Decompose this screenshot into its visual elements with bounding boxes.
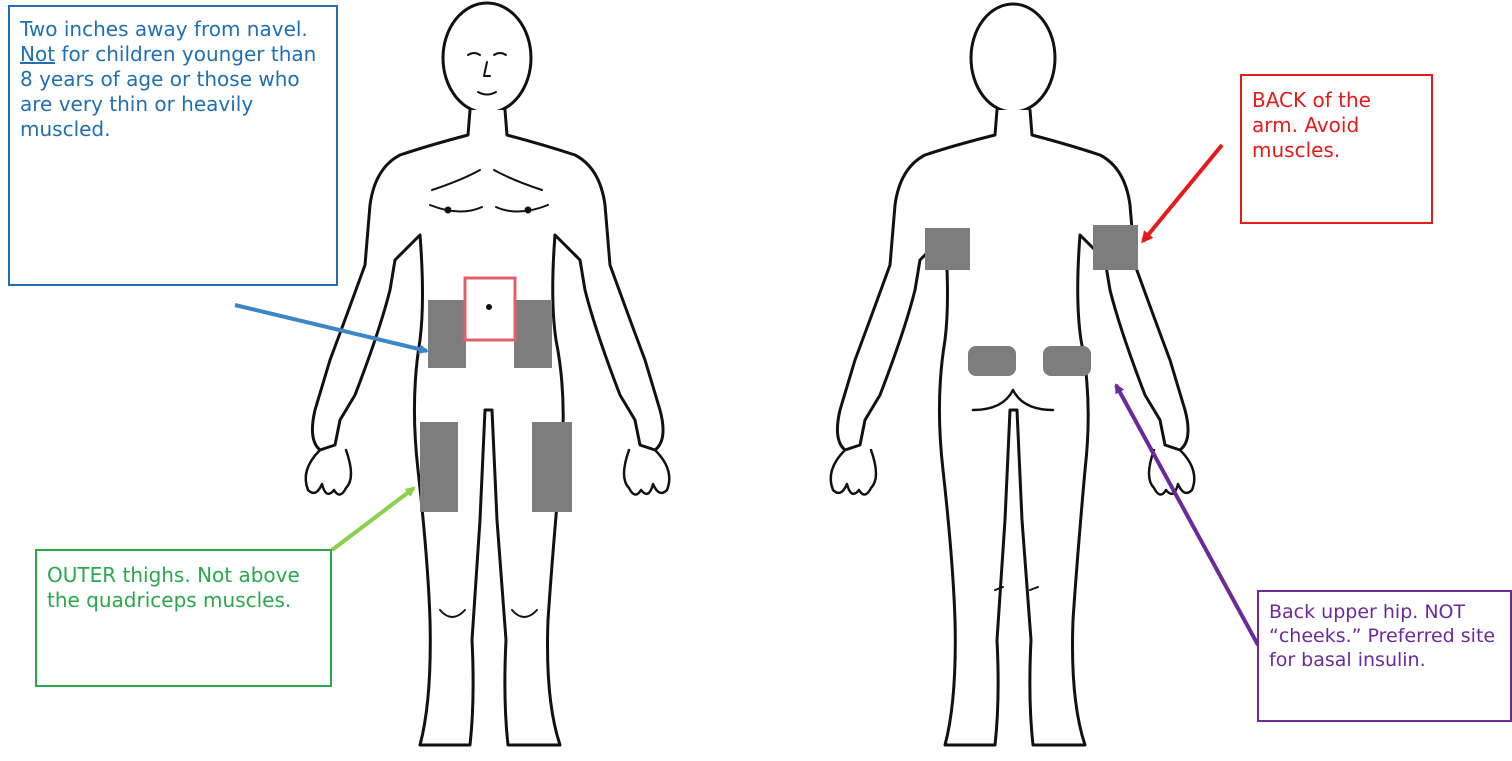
back-arm-site-left [925,228,970,270]
arm-arrow [1143,145,1222,241]
abdomen-callout-line1: Two inches away from navel. [20,17,326,42]
abdomen-callout-not: Not [20,42,55,66]
arm-callout: BACK of the arm. Avoid muscles. [1240,74,1433,224]
front-left-hand [306,450,351,495]
back-hip-site-right [1043,346,1091,376]
abdomen-site-left [428,300,466,368]
thigh-callout-text: OUTER thighs. Not above the quadriceps m… [47,563,320,613]
front-head [443,3,531,113]
back-hip-site-left [968,346,1016,376]
back-body-outline [837,110,1188,745]
back-left-hand [831,450,876,495]
abdomen-callout-rest: for children younger than 8 years of age… [20,42,316,141]
thigh-arrow [332,488,414,550]
abdomen-callout-detail: Not for children younger than 8 years of… [20,42,326,142]
front-right-hand [624,450,669,495]
abdomen-callout: Two inches away from navel. Not for chil… [8,5,338,286]
hip-callout: Back upper hip. NOT “cheeks.” Preferred … [1257,590,1512,722]
abdomen-site-right [514,300,552,368]
thigh-site-right [532,422,572,512]
thigh-callout: OUTER thighs. Not above the quadriceps m… [35,549,332,687]
abdomen-arrow [235,305,427,351]
front-body-figure [306,3,670,745]
front-body-outline [312,110,663,745]
navel-icon [486,304,492,310]
thigh-site-left [420,422,458,512]
back-head [971,4,1055,112]
arm-callout-text: BACK of the arm. Avoid muscles. [1252,88,1421,163]
back-arm-site-right [1093,225,1138,270]
hip-callout-text: Back upper hip. NOT “cheeks.” Preferred … [1269,600,1506,672]
